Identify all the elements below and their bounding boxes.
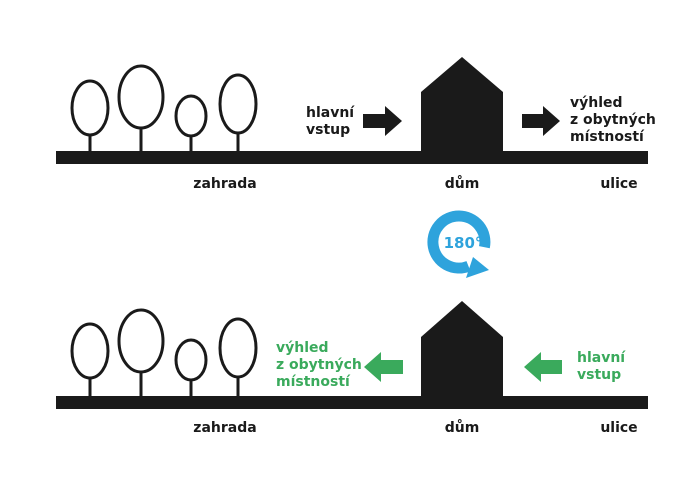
top-ground-line [56,151,648,164]
house-label: dům [444,420,480,436]
house-label: dům [444,176,480,192]
entrance-label-line: hlavní [306,105,355,121]
rotate-arrow-icon [427,210,491,278]
top-scene [56,57,648,164]
house [421,301,503,397]
view-label-line: místností [570,129,644,145]
view-label-line: místností [276,374,350,390]
street-label: ulice [600,420,638,436]
bottom-ground-line [56,396,648,409]
garden-label: zahrada [193,176,257,192]
entrance-label-line: vstup [577,367,622,383]
entrance-label-line: vstup [306,122,351,138]
tree [70,322,110,397]
view-arrow [522,106,560,136]
view-label-line: výhled [276,340,329,356]
tree [218,317,258,397]
garden-label: zahrada [193,420,257,436]
tree [174,94,208,152]
view-label: výhled z obytných místností [570,95,656,146]
view-label-line: z obytných [276,357,362,373]
entrance-arrow [363,106,402,136]
house [421,57,503,152]
tree [174,338,208,397]
entrance-label: hlavní vstup [306,105,354,139]
view-label-line: z obytných [570,112,656,128]
tree [70,79,110,152]
rotation-label: 180° [443,234,483,252]
bottom-trees [70,308,258,397]
view-label-line: výhled [570,95,623,111]
tree [117,64,165,152]
entrance-arrow [524,352,562,382]
entrance-label-line: hlavní [577,350,626,366]
tree [117,308,165,397]
street-label: ulice [600,176,638,192]
top-trees [70,64,258,152]
tree [218,73,258,152]
view-label: výhled z obytných místností [276,340,362,391]
bottom-scene [56,301,648,409]
entrance-label: hlavní vstup [577,350,625,384]
view-arrow [364,352,403,382]
